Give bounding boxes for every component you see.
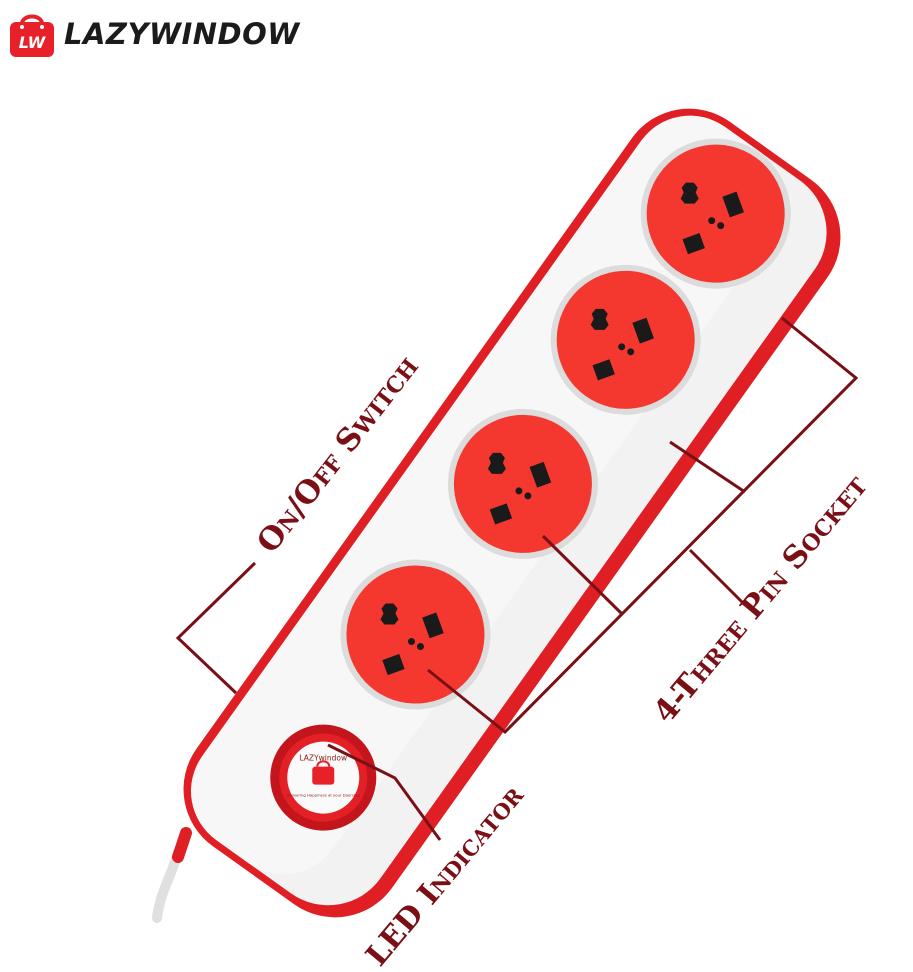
- three-pin-socket-label: 4-Three Pin Socket: [647, 468, 875, 730]
- socket-callout-bracket: [427, 316, 859, 735]
- pin-hole: [627, 348, 635, 356]
- socket-4[interactable]: [611, 109, 820, 318]
- switch-brand-text: LAZYwindow: [299, 754, 347, 763]
- socket-3-pointer: [669, 440, 746, 494]
- pin-hole: [407, 638, 415, 646]
- pin-hole: [515, 487, 523, 495]
- switch-tagline: Delivering Happiness at your Doorstep: [286, 793, 360, 798]
- socket-2[interactable]: [418, 379, 627, 588]
- universal-pin-slot: [590, 308, 609, 330]
- live-pin-slot: [722, 191, 744, 218]
- brand-name: LAZYWINDOW: [64, 17, 300, 51]
- led-callout-line: [327, 743, 442, 841]
- power-switch[interactable]: LAZYwindow Delivering Happiness at your …: [249, 704, 397, 852]
- shopping-bag-icon: LW: [10, 14, 54, 57]
- neutral-pin-slot: [592, 359, 615, 381]
- socket-2-pointer: [541, 534, 624, 616]
- logo-initials: LW: [19, 33, 47, 52]
- universal-pin-slot: [380, 603, 399, 625]
- pin-hole: [416, 643, 424, 651]
- pin-hole: [618, 343, 626, 351]
- pin-hole: [717, 222, 725, 230]
- neutral-pin-slot: [682, 233, 705, 255]
- brand-header: LW LAZYWINDOW: [6, 6, 300, 62]
- neutral-pin-slot: [382, 653, 405, 676]
- live-pin-slot: [632, 317, 654, 344]
- switch-callout-line: [175, 561, 257, 695]
- switch-bag-icon: [312, 766, 335, 785]
- socket-1[interactable]: [311, 530, 520, 739]
- pin-hole: [708, 217, 716, 225]
- power-strip: LAZYwindow Delivering Happiness at your …: [183, 108, 841, 918]
- cable-strain-relief: [172, 827, 192, 863]
- socket-3[interactable]: [521, 235, 730, 444]
- live-pin-slot: [529, 461, 552, 488]
- live-pin-slot: [422, 612, 444, 639]
- universal-pin-slot: [680, 182, 699, 204]
- callout-lines: [175, 316, 859, 841]
- pin-hole: [524, 492, 532, 500]
- neutral-pin-slot: [489, 503, 513, 525]
- socket-callout-leader: [688, 548, 747, 607]
- switch-bag-handle: [316, 760, 331, 767]
- universal-pin-slot: [487, 452, 506, 474]
